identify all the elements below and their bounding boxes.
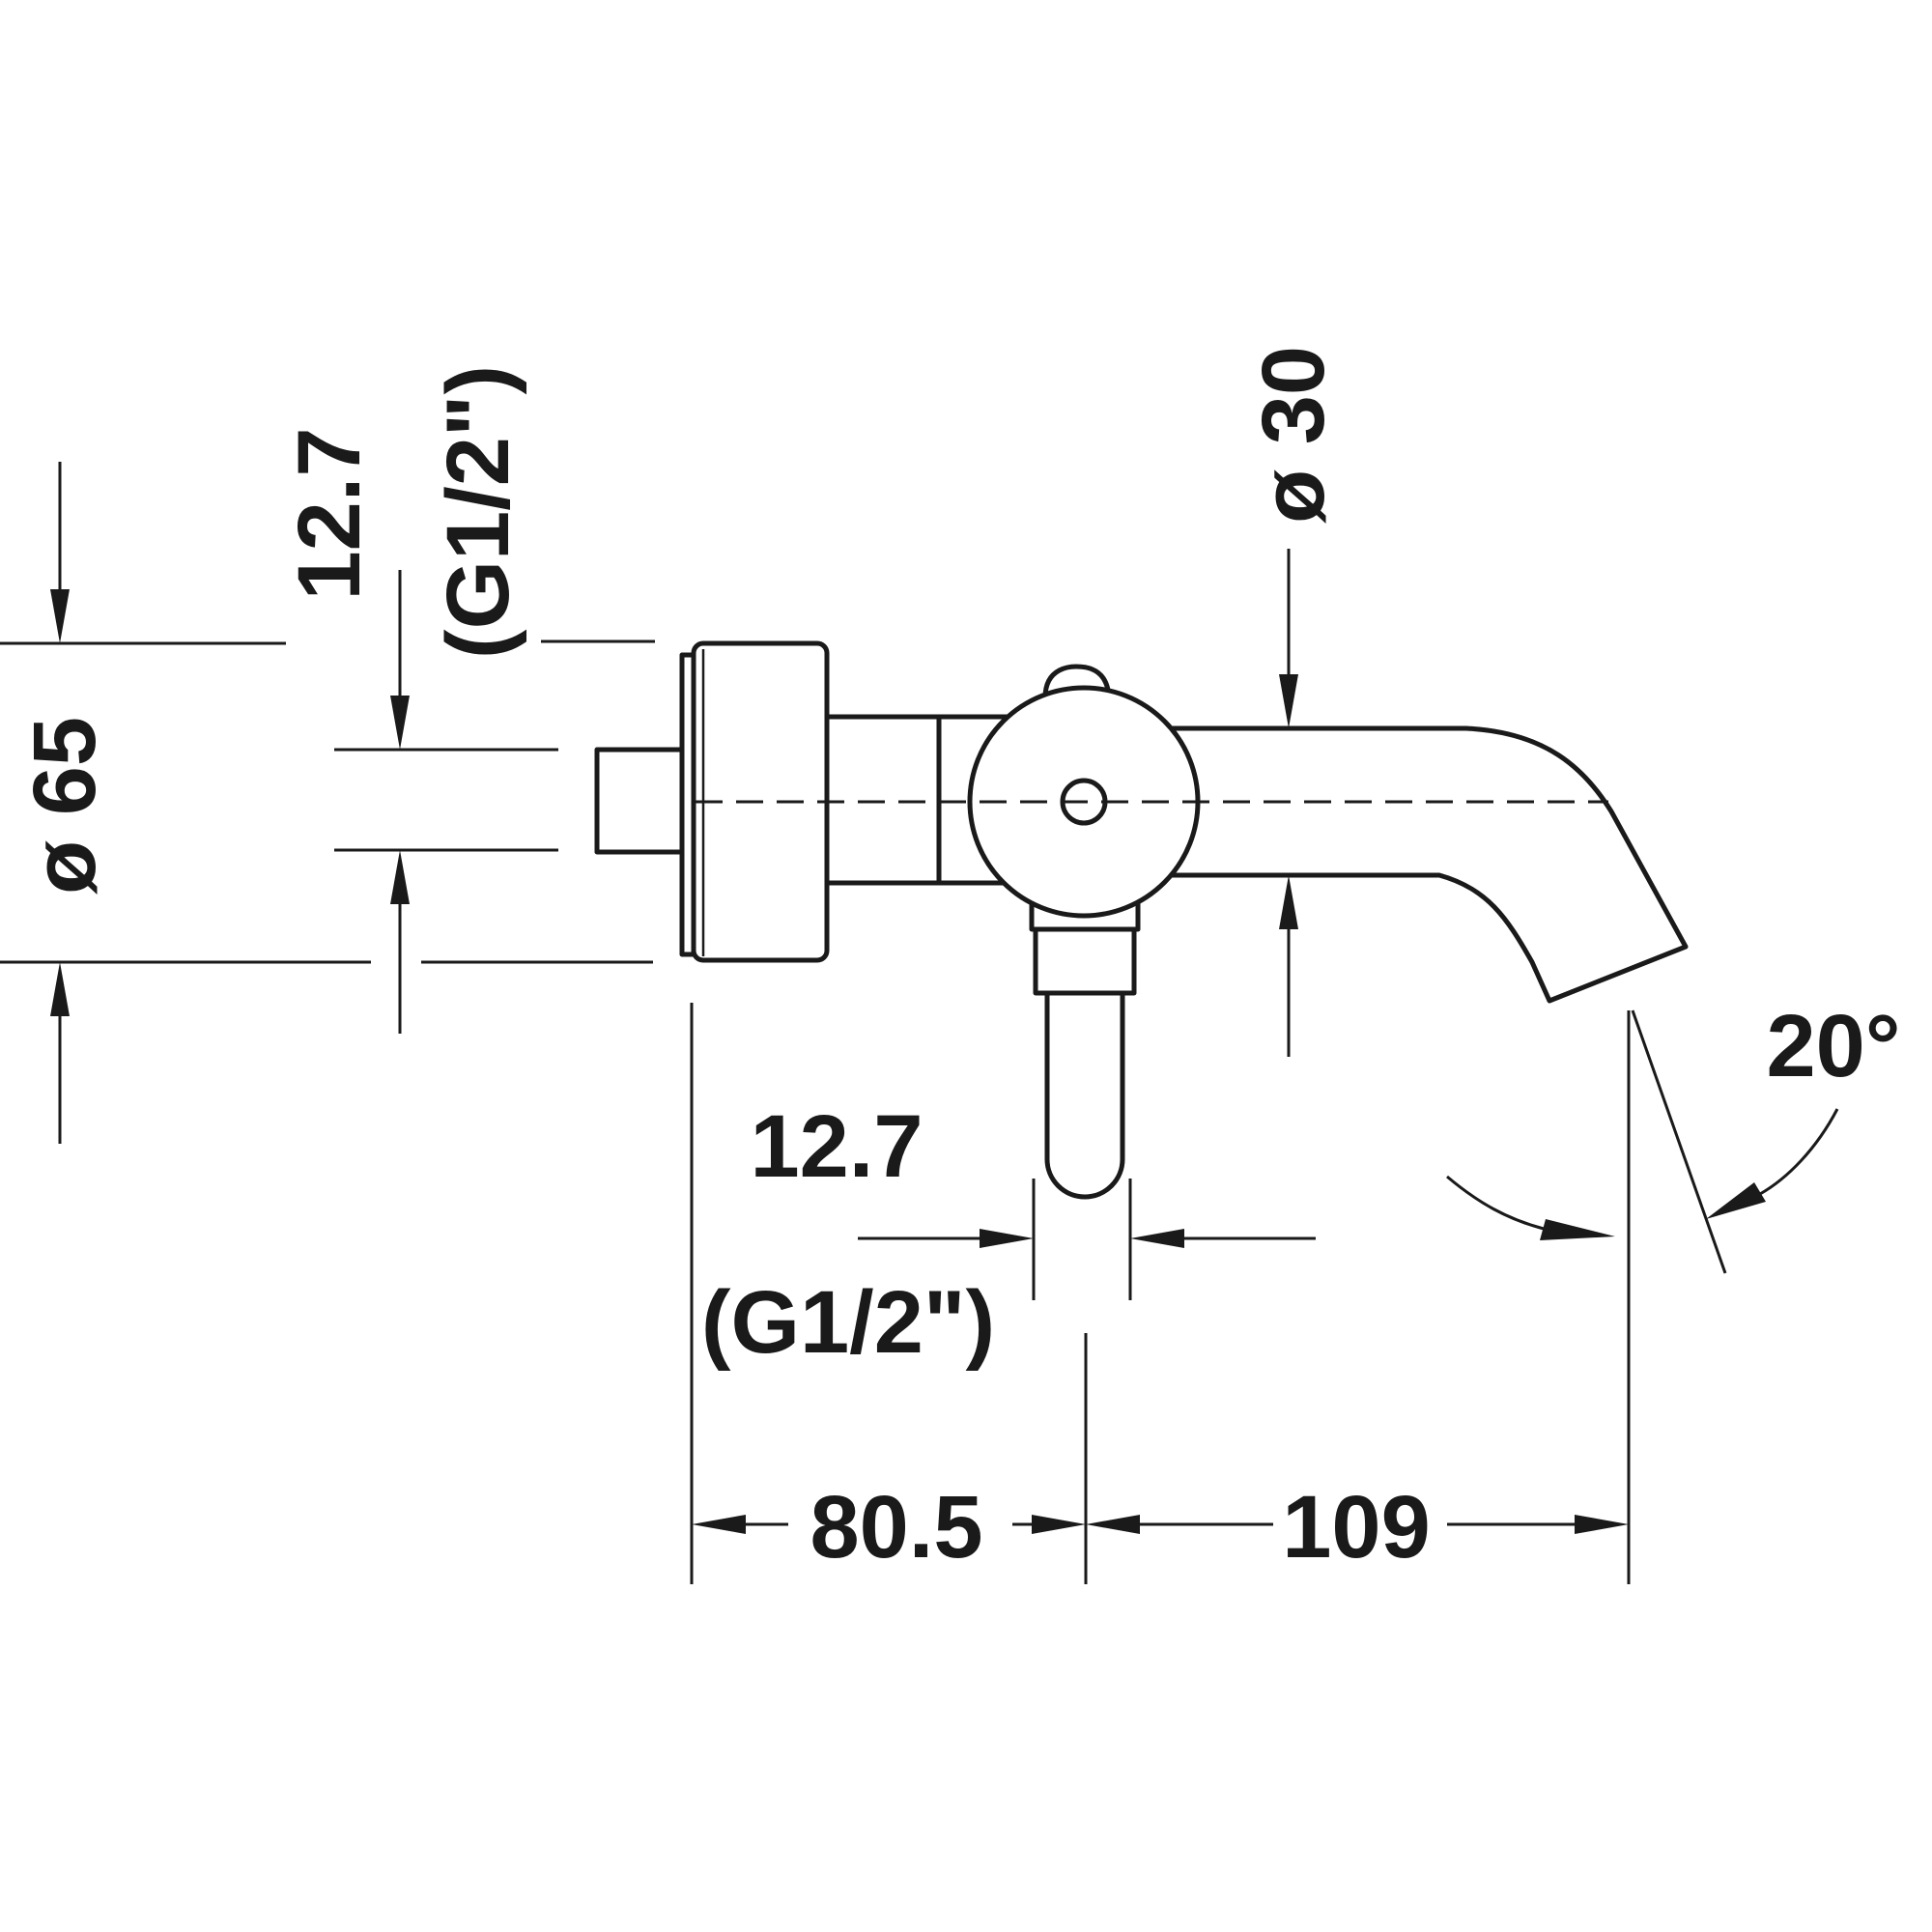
outlet-size-label: 12.7 — [750, 1097, 923, 1196]
dimension-horizontal-reach: 80.5 109 — [690, 1003, 1631, 1584]
spout-diameter-label: ø 30 — [1244, 346, 1343, 524]
dimension-outer-diameter: ø 65 — [0, 462, 653, 1144]
outer-diameter-label: ø 65 — [15, 717, 114, 895]
connecting-pipe — [824, 714, 942, 886]
spout-angle-label: 20° — [1766, 997, 1900, 1095]
faucet-body — [594, 640, 1689, 1200]
inlet-size-label: 12.7 — [280, 427, 379, 600]
inlet-stub — [594, 747, 685, 855]
spout — [1142, 725, 1689, 1004]
outlet-thread-label: (G1/2") — [701, 1273, 995, 1372]
dimension-outlet: 12.7 (G1/2") — [701, 1097, 1316, 1372]
diverter-handle — [1044, 967, 1125, 1200]
diverter-stem — [1033, 917, 1137, 996]
dimension-spout-diameter: ø 30 — [1244, 346, 1343, 1057]
dimension-inlet: 12.7 (G1/2") — [280, 365, 655, 1034]
inlet-thread-label: (G1/2") — [429, 365, 527, 659]
dimension-spout-angle: 20° — [1446, 997, 1901, 1274]
projection-label: 80.5 — [810, 1478, 982, 1577]
spout-reach-label: 109 — [1282, 1478, 1431, 1577]
